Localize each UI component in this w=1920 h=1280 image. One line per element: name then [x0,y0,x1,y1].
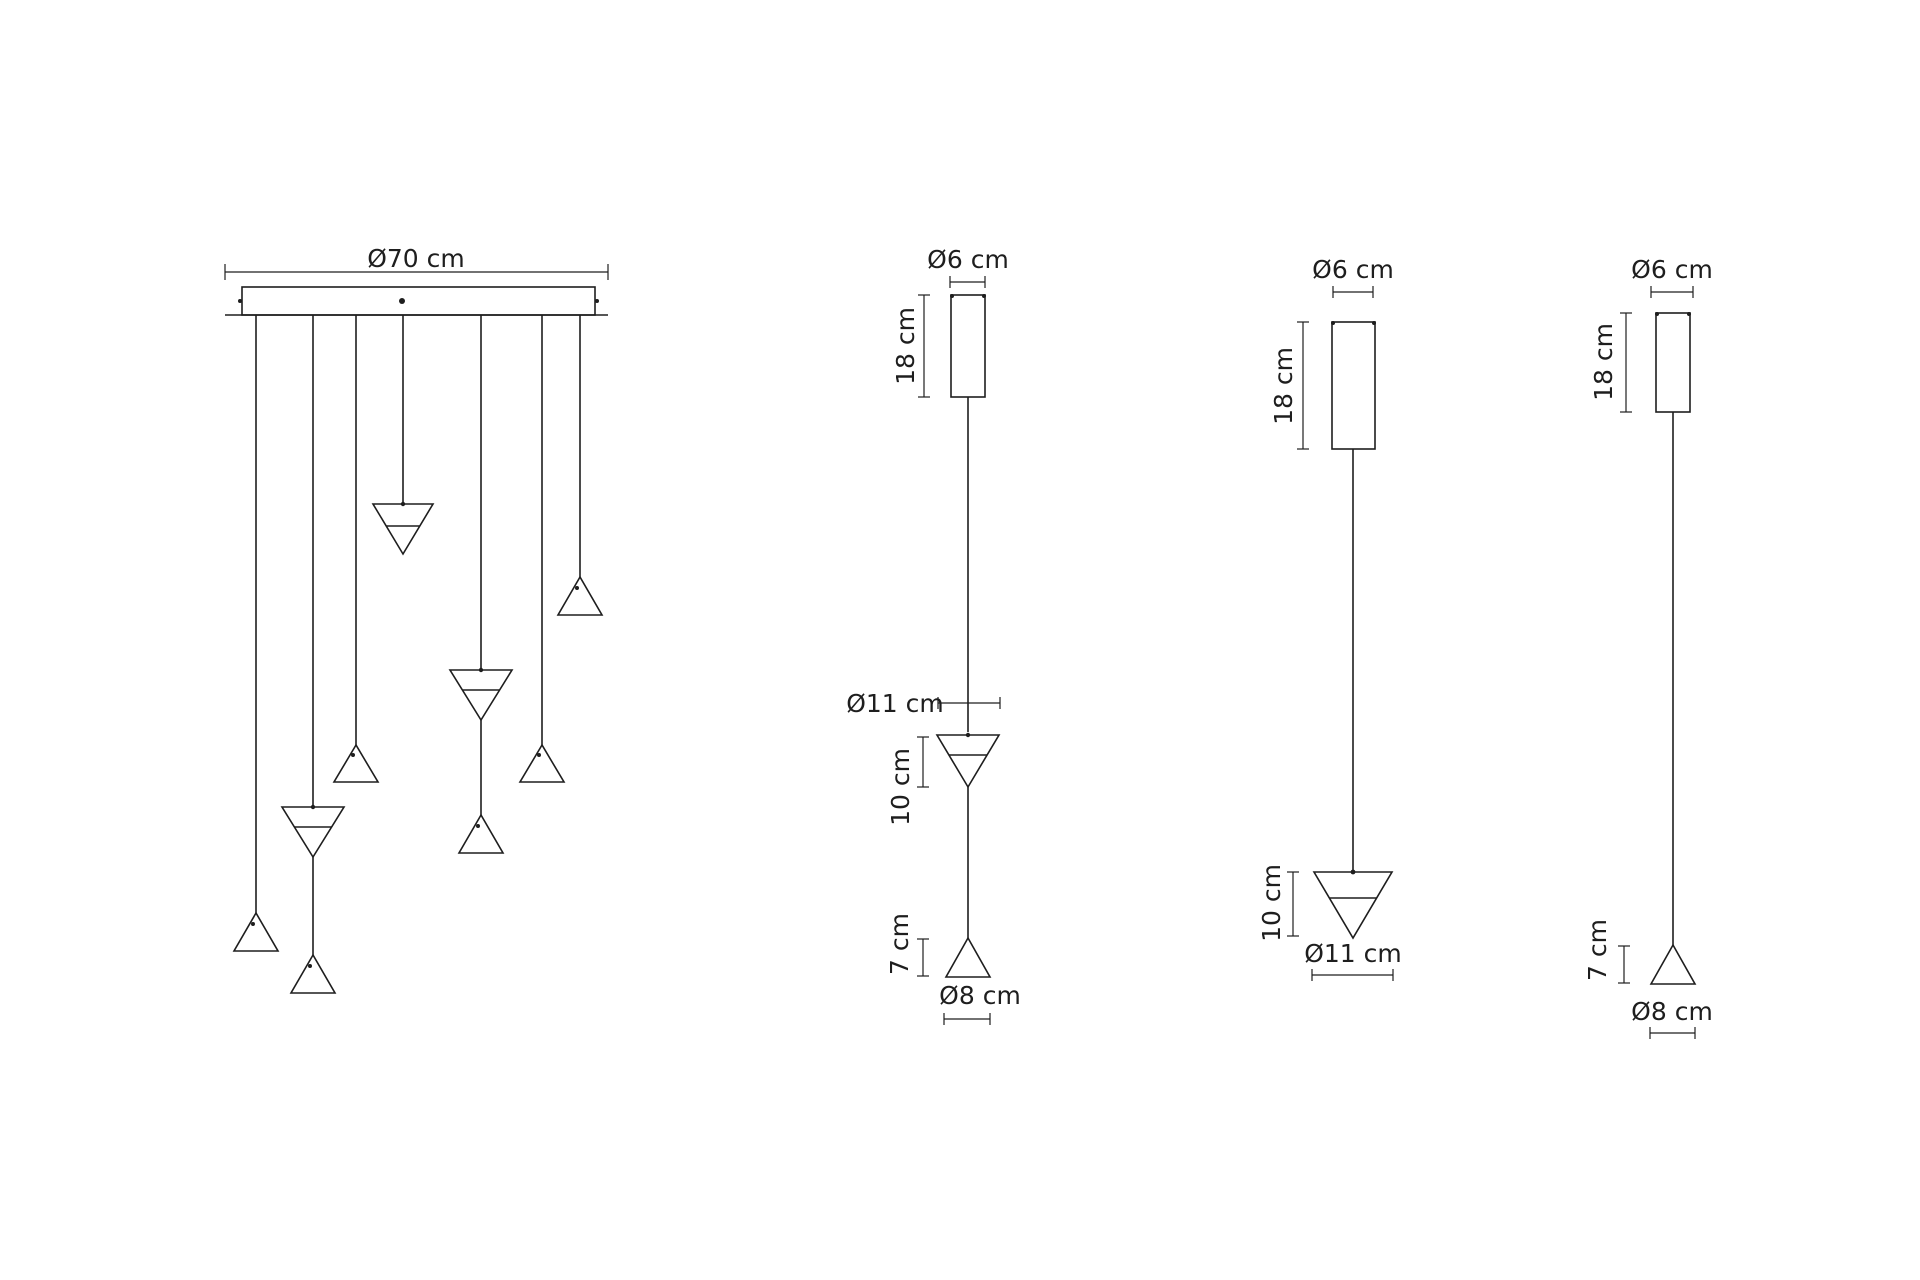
small-cone-icon [232,911,280,952]
canopy-height-label: 18 cm [891,307,920,385]
canopy-diameter-label: Ø6 cm [927,245,1009,274]
large-cone-icon [1312,869,1394,940]
large-cone-icon [935,732,1001,789]
canopy-edge-left-icon [238,299,242,303]
small-cone-icon [457,813,505,854]
large-cone-icon [448,667,514,722]
canopy-height-label: 18 cm [1269,347,1298,425]
canopy-diameter-label: Ø70 cm [367,244,465,273]
canopy [950,294,986,398]
large-cone-icon [280,804,346,859]
small-cone-icon [944,936,992,978]
canopy-diameter-label: Ø6 cm [1312,255,1394,284]
canopy-edge-right-icon [595,299,599,303]
figure-pendant-small: Ø6 cm 18 cm 7 cm Ø8 cm [1583,255,1713,1039]
canopy-height-label: 18 cm [1589,323,1618,401]
cone-height-label: 7 cm [1583,919,1612,981]
cone-diameter-label: Ø8 cm [1631,997,1713,1026]
small-cone-icon [332,743,380,783]
canopy-screw-icon [399,298,405,304]
canopy-diameter-label: Ø6 cm [1631,255,1713,284]
cone-diameter-label: Ø11 cm [1304,939,1402,968]
small-cone-icon [518,743,566,783]
figure-multi-canopy: Ø70 cm [224,244,609,994]
cone-diameter-label: Ø11 cm [846,689,944,718]
canopy-plate [241,286,596,316]
cone-height-label: 10 cm [886,748,915,826]
canopy [1655,312,1691,413]
small-cone-icon [556,575,604,616]
small-cone-icon [289,953,337,994]
large-cone-icon [371,501,435,556]
cone-height-label: 10 cm [1257,864,1286,942]
small-cone-diameter-label: Ø8 cm [939,981,1021,1010]
figure-pendant-large: Ø6 cm 18 cm 10 cm Ø11 cm [1257,255,1402,981]
figure-pendant-double: Ø6 cm 18 cm Ø11 cm 10 cm [846,245,1021,1025]
small-cone-icon [1649,943,1697,985]
small-cone-height-label: 7 cm [885,913,914,975]
canopy [1331,321,1376,450]
